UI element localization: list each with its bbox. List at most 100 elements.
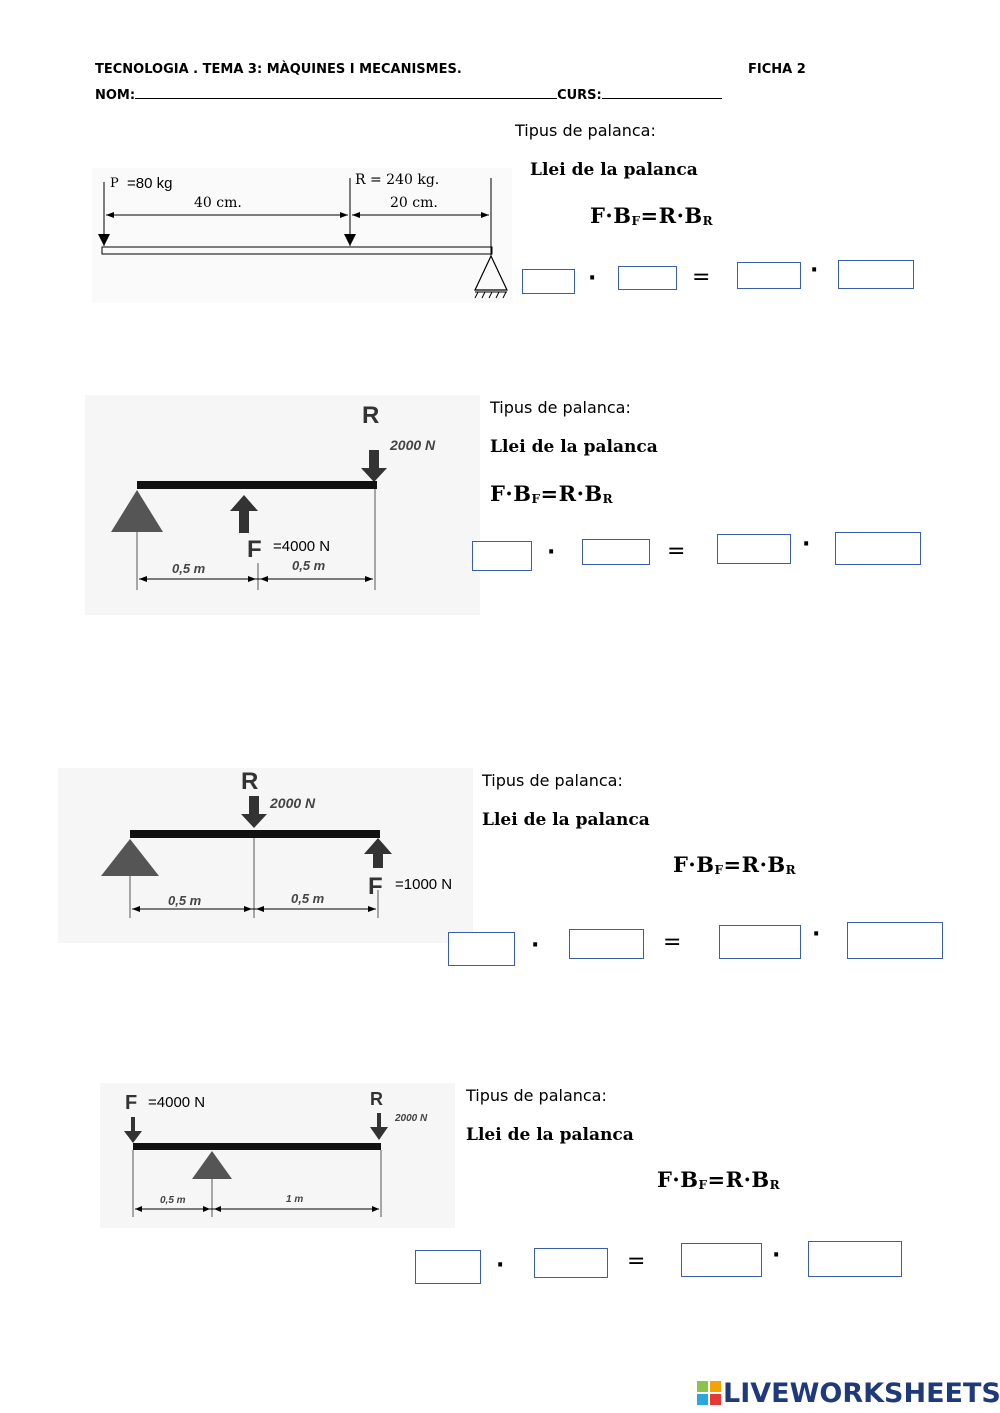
logo-icon	[697, 1381, 721, 1405]
r-label: R	[241, 768, 259, 795]
worksheet-number: FICHA 2	[748, 62, 806, 77]
dimension-arrowhead	[372, 1206, 379, 1212]
lever-beam	[130, 830, 380, 838]
r-label: R	[362, 402, 380, 429]
liveworksheets-logo: LIVEWORKSHEETS	[697, 1378, 1000, 1409]
ground-hatch	[495, 291, 500, 299]
fulcrum-triangle	[192, 1151, 232, 1179]
distance-left: 0,5 m	[172, 561, 206, 576]
multiply-dot: ·	[496, 1253, 505, 1278]
r-value: 2000 N	[395, 1113, 428, 1124]
answer-box-resistance-arm[interactable]	[808, 1241, 902, 1277]
f-arrow-shaft	[373, 854, 383, 868]
answer-box-force-arm[interactable]	[582, 539, 650, 565]
lever-law-label: Llei de la palanca	[490, 437, 658, 457]
f-force-arrow	[124, 1131, 142, 1143]
ground-hatch	[502, 291, 507, 299]
name-underline	[135, 86, 558, 99]
f-force-arrow	[230, 495, 258, 511]
dimension-arrowhead	[260, 576, 268, 582]
f-value: =4000 N	[148, 1094, 206, 1111]
dimension-arrowhead	[214, 1206, 221, 1212]
r-force-arrow	[241, 814, 267, 828]
dimension-arrowhead	[132, 906, 140, 912]
equals-sign: =	[692, 265, 711, 290]
dimension-arrowhead	[135, 1206, 142, 1212]
dimension-arrowhead	[244, 906, 252, 912]
fulcrum-triangle	[101, 839, 159, 876]
multiply-dot: ·	[810, 258, 819, 283]
lever-diagram-1	[92, 168, 512, 303]
r-value: 2000 N	[390, 437, 436, 453]
r-arrow-shaft	[249, 796, 259, 816]
equals-sign: =	[627, 1249, 646, 1274]
name-label: NOM:	[95, 88, 136, 103]
lever-diagram-4	[100, 1083, 455, 1228]
f-arrow-shaft	[239, 511, 249, 533]
ground-hatch	[481, 291, 486, 299]
distance-left: 0,5 m	[160, 1195, 186, 1206]
answer-box-force[interactable]	[415, 1250, 481, 1284]
fulcrum-triangle	[474, 254, 508, 291]
lever-type-label: Tipus de palanca:	[515, 121, 656, 140]
f-force-arrow	[364, 838, 392, 854]
r-value: 2000 N	[270, 795, 316, 811]
ground-hatch	[488, 291, 493, 299]
lever-law-label: Llei de la palanca	[482, 810, 650, 830]
answer-box-resistance[interactable]	[681, 1243, 762, 1277]
lever-type-label: Tipus de palanca:	[482, 771, 623, 790]
answer-box-force-arm[interactable]	[569, 929, 644, 959]
answer-box-force[interactable]	[448, 932, 515, 966]
answer-box-resistance[interactable]	[717, 534, 791, 564]
equals-sign: =	[663, 930, 682, 955]
lever-diagram-2	[85, 395, 480, 615]
fulcrum-triangle	[111, 490, 163, 532]
distance-right: 20 cm.	[390, 195, 438, 211]
distance-right: 1 m	[286, 1194, 304, 1205]
answer-box-force[interactable]	[472, 541, 532, 571]
p-label: P	[110, 176, 119, 191]
lever-formula: F·BF=R·BR	[673, 852, 797, 877]
course-label: CURS:	[557, 88, 602, 103]
ground-hatch	[474, 291, 479, 299]
r-label: R = 240 kg.	[355, 172, 440, 188]
answer-box-resistance[interactable]	[737, 262, 801, 289]
dimension-arrowhead	[256, 906, 264, 912]
lever-beam	[101, 246, 493, 255]
name-line: NOM: CURS:	[95, 86, 722, 103]
lever-formula: F·BF=R·BR	[657, 1167, 781, 1192]
worksheet-title: TECNOLOGIA . TEMA 3: MÀQUINES I MECANISM…	[95, 62, 462, 77]
dimension-arrowhead	[139, 576, 147, 582]
answer-box-force-arm[interactable]	[618, 266, 677, 290]
dimension-arrowhead	[248, 576, 256, 582]
equals-sign: =	[667, 539, 686, 564]
f-arrow-shaft	[131, 1117, 135, 1133]
distance-right: 0,5 m	[291, 891, 325, 906]
dimension-arrowhead	[203, 1206, 210, 1212]
distance-left: 40 cm.	[194, 195, 242, 211]
r-arrow-shaft	[369, 450, 379, 470]
answer-box-force-arm[interactable]	[534, 1248, 608, 1278]
dimension-arrowhead	[368, 906, 376, 912]
lever-law-label: Llei de la palanca	[530, 160, 698, 180]
r-label: R	[370, 1089, 383, 1109]
answer-box-resistance-arm[interactable]	[838, 260, 914, 289]
f-value: =1000 N	[395, 876, 453, 893]
logo-text: LIVEWORKSHEETS	[723, 1378, 1000, 1409]
answer-box-resistance-arm[interactable]	[847, 922, 943, 959]
dimension-arrowhead	[106, 212, 114, 218]
r-arrow-shaft	[377, 1113, 381, 1129]
lever-formula: F·BF=R·BR	[590, 203, 714, 228]
multiply-dot: ·	[547, 540, 556, 565]
f-label: F	[368, 873, 383, 900]
dimension-arrowhead	[365, 576, 373, 582]
r-force-arrow	[361, 468, 387, 482]
lever-type-label: Tipus de palanca:	[466, 1086, 607, 1105]
p-value: =80 kg	[127, 175, 173, 192]
answer-box-force[interactable]	[522, 269, 575, 294]
answer-box-resistance[interactable]	[719, 925, 801, 959]
answer-box-resistance-arm[interactable]	[835, 532, 921, 565]
lever-beam	[137, 481, 377, 489]
r-force-arrow	[370, 1127, 388, 1140]
f-label: F	[125, 1092, 138, 1114]
